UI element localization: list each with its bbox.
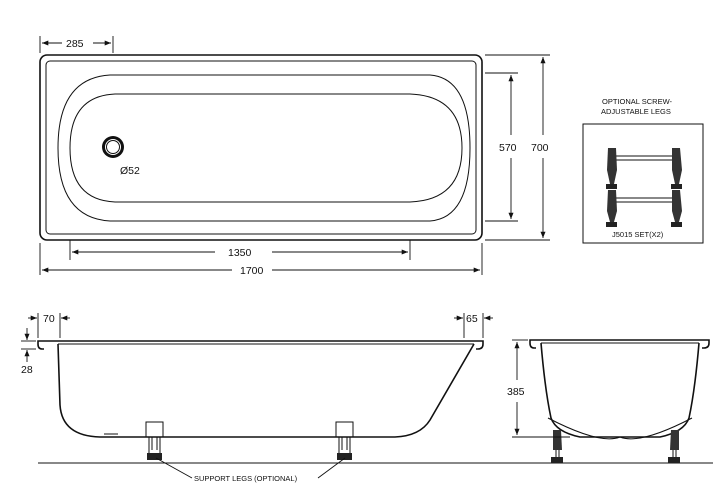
dim-1700-label: 1700 — [240, 265, 264, 277]
leg-set-icon — [606, 148, 682, 189]
optional-legs-box: OPTIONAL SCREW- ADJUSTABLE LEGS J5015 SE… — [582, 97, 704, 244]
dim-70: 70 — [28, 313, 70, 338]
dim-1700: 1700 — [39, 243, 483, 277]
end-leg-icon — [668, 430, 680, 463]
legs-set-label: J5015 SET(X2) — [612, 230, 664, 239]
legs-title-line2: ADJUSTABLE LEGS — [601, 107, 671, 116]
end-leg-icon — [551, 430, 563, 463]
dim-700-label: 700 — [531, 142, 549, 154]
legs-box-frame — [582, 123, 704, 244]
drain-diameter-label: Ø52 — [120, 165, 140, 177]
dim-385-label: 385 — [507, 386, 525, 398]
support-leg-icon — [335, 421, 354, 460]
dim-700: 700 — [485, 54, 550, 241]
dim-65: 65 — [454, 313, 493, 338]
legs-title-line1: OPTIONAL SCREW- — [602, 97, 673, 106]
tub-inner-rim — [45, 60, 477, 235]
end-rim — [529, 339, 710, 349]
dim-1350-label: 1350 — [228, 247, 252, 259]
tub-basin-inner — [69, 93, 463, 203]
side-body — [57, 343, 475, 438]
dim-285: 285 — [39, 36, 114, 53]
end-view: 385 — [507, 339, 710, 463]
support-legs-label: SUPPORT LEGS (OPTIONAL) — [194, 474, 298, 483]
top-view: Ø52 285 570 700 — [39, 36, 550, 277]
dim-285-label: 285 — [66, 38, 84, 50]
dim-385: 385 — [507, 339, 570, 438]
leg-set-icon — [606, 190, 682, 227]
dim-28: 28 — [21, 328, 36, 376]
dim-28-label: 28 — [21, 364, 33, 376]
dim-570: 570 — [485, 72, 518, 222]
end-body — [540, 342, 700, 438]
tub-basin-outer — [57, 74, 471, 222]
side-view: SUPPORT LEGS (OPTIONAL) 70 65 28 — [21, 313, 713, 483]
dim-65-label: 65 — [466, 313, 478, 325]
support-leg-icon — [145, 421, 164, 460]
drain-icon — [102, 136, 124, 158]
dim-70-label: 70 — [43, 313, 55, 325]
dim-570-label: 570 — [499, 142, 517, 154]
dim-1350: 1350 — [69, 240, 411, 260]
tub-outer-rim — [39, 54, 483, 241]
side-rim — [37, 340, 484, 350]
